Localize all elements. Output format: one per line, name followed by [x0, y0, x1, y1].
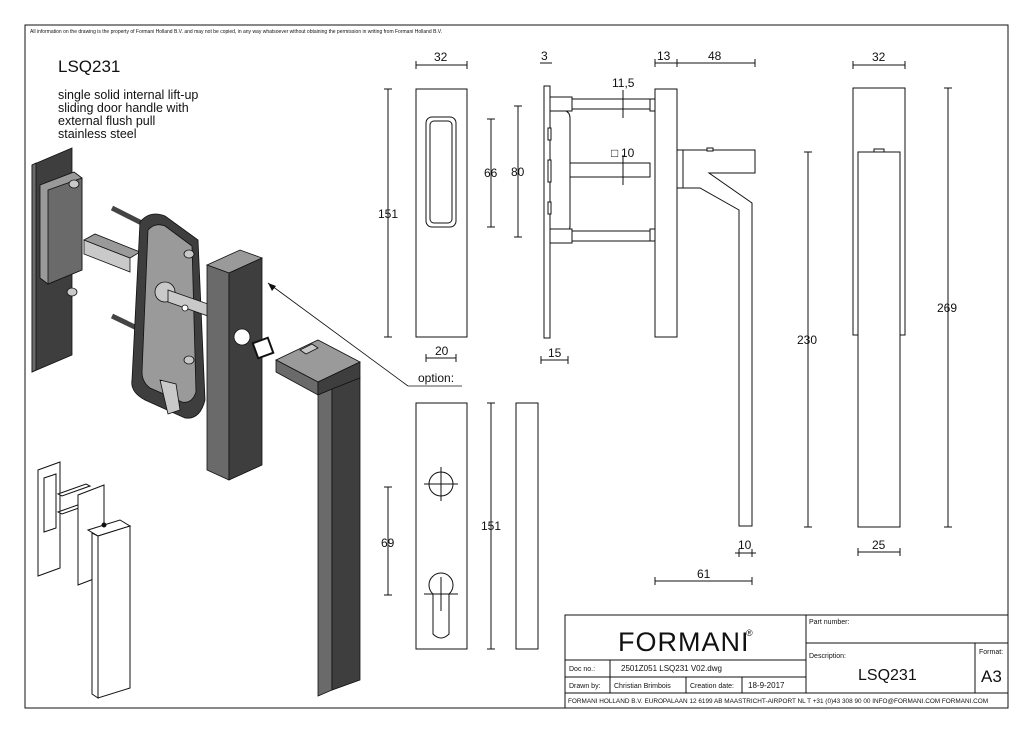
format-value: A3: [981, 667, 1002, 686]
option-plate-view: 69 151: [381, 402, 539, 650]
dim-center-distance: 80: [511, 165, 525, 179]
dim-pull-height: 151: [378, 207, 398, 221]
product-code: LSQ231: [58, 57, 120, 76]
dim-option-plate-height: 151: [481, 519, 501, 533]
dim-spindle: 10: [621, 146, 635, 160]
dim-plate-thickness: 3: [541, 49, 548, 63]
dim-lever-length: 230: [797, 333, 817, 347]
creation-date-label: Creation date:: [690, 683, 734, 690]
doc-no-label: Doc no.:: [569, 666, 595, 673]
sheet-border: [24, 24, 1009, 709]
side-section-view: 3 13 48 11,5 □ 10 15 230 10 61: [540, 49, 817, 585]
product-description-line: stainless steel: [58, 127, 137, 141]
line-art-handle-thumbnail: [37, 461, 132, 699]
doc-no-value: 2501Z051 LSQ231 V02.dwg: [621, 664, 722, 673]
dim-lever-drop: 61: [697, 567, 711, 581]
dim-screw-diameter: 11,5: [612, 76, 635, 90]
lever-front-view: 32 269 25: [852, 50, 957, 556]
product-description-line: sliding door handle with: [58, 101, 189, 115]
dim-spindle-prefix: □: [611, 146, 618, 160]
dim-door-thickness: 15: [548, 346, 562, 360]
dim-pull-width: 32: [434, 50, 448, 64]
drawn-by-label: Drawn by:: [569, 683, 601, 690]
brand-logo: FORMANI: [618, 627, 750, 657]
product-description-line: single solid internal lift-up: [58, 88, 198, 102]
dim-front-height: 269: [937, 301, 957, 315]
drawn-by-value: Christian Brimbois: [614, 683, 671, 690]
title-block: FORMANI ® Part number: Description: LSQ2…: [564, 614, 1009, 709]
option-label: option:: [418, 371, 454, 385]
dim-front-bottom-width: 25: [872, 538, 886, 552]
isometric-exploded-view: option:: [31, 147, 462, 697]
description-label: Description:: [809, 653, 846, 660]
format-label: Format:: [979, 649, 1003, 656]
part-number-label: Part number:: [809, 619, 850, 626]
copyright-notice: All information on the drawing is the pr…: [30, 29, 442, 35]
dim-front-width: 32: [872, 50, 886, 64]
dim-recess-height: 66: [484, 166, 498, 180]
brand-registered-mark: ®: [746, 628, 753, 638]
dim-option-hole-distance: 69: [381, 536, 395, 550]
description-value: LSQ231: [858, 667, 917, 684]
dim-lever-width: 10: [738, 538, 752, 552]
flush-pull-front-view: 32 151 66 80 20: [378, 50, 525, 362]
dim-rose-thickness: 13: [657, 49, 671, 63]
product-description-line: external flush pull: [58, 114, 155, 128]
dim-lever-projection: 48: [708, 49, 722, 63]
dim-recess-width: 20: [435, 344, 449, 358]
creation-date-value: 18-9-2017: [748, 681, 785, 690]
company-footer: FORMANI HOLLAND B.V. EUROPALAAN 12 6199 …: [568, 698, 988, 705]
